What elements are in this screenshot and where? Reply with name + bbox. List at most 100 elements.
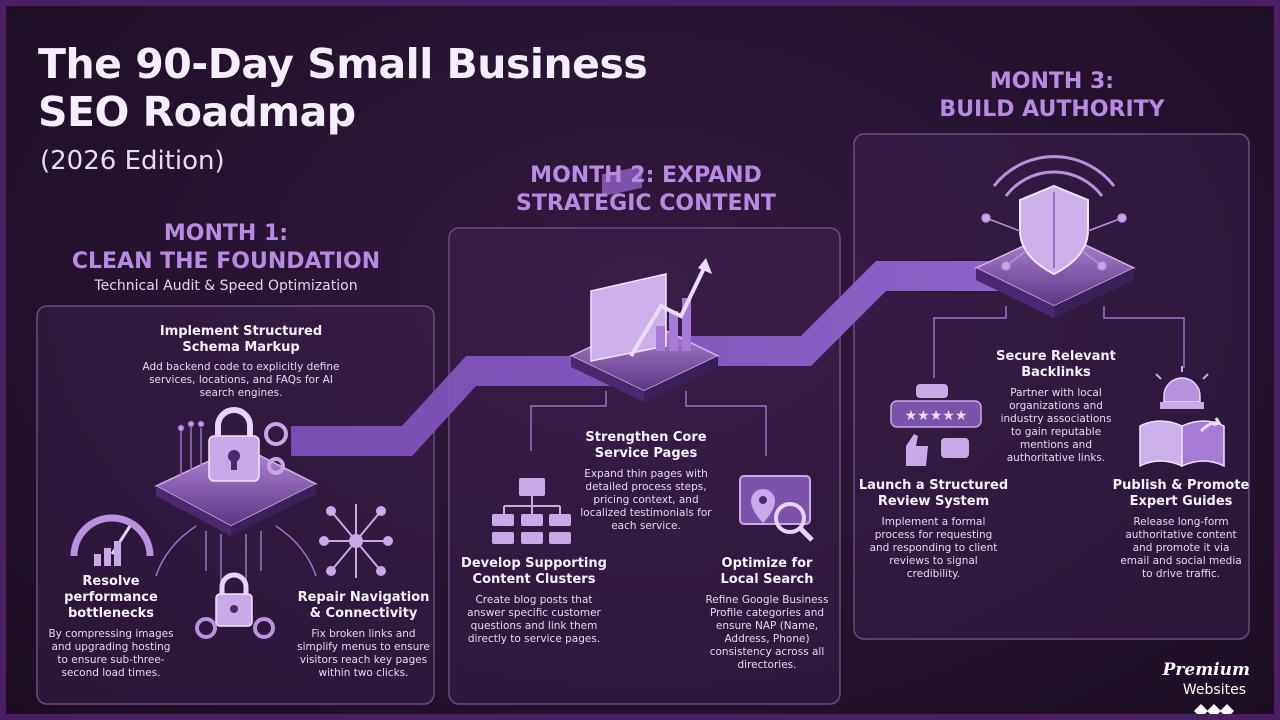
page-title: The 90-Day Small Business SEO Roadmap bbox=[38, 40, 738, 136]
map-search-icon bbox=[739, 475, 814, 542]
brand-logo-websites: Websites bbox=[1182, 682, 1246, 698]
month1-title-line1: MONTH 1: bbox=[163, 221, 289, 246]
node-title: Publish & Promote bbox=[1112, 478, 1250, 493]
desc-line: mentions and bbox=[1019, 439, 1093, 451]
svg-text:★★★★★: ★★★★★ bbox=[905, 408, 968, 424]
desc-line: to drive traffic. bbox=[1142, 568, 1220, 580]
node-desc: By compressing images and upgrading host… bbox=[36, 628, 186, 680]
browser-chart-icon bbox=[569, 165, 720, 402]
desc-line: simplify menus to ensure bbox=[297, 641, 430, 653]
node-title: Expert Guides bbox=[1129, 494, 1233, 509]
node-content-clusters: Develop Supporting Content Clusters Crea… bbox=[454, 556, 614, 646]
node-core-service-pages: Strengthen Core Service Pages Expand thi… bbox=[566, 430, 726, 533]
node-desc: Fix broken links and simplify menus to e… bbox=[286, 628, 441, 680]
desc-line: Create blog posts that bbox=[475, 594, 593, 606]
month2-title-line1: MONTH 2: EXPAND bbox=[530, 163, 762, 188]
node-expert-guides: Publish & Promote Expert Guides Release … bbox=[1101, 478, 1261, 581]
network-icon bbox=[319, 504, 393, 578]
desc-line: search engines. bbox=[199, 387, 283, 399]
desc-line: to ensure sub-three- bbox=[57, 654, 165, 666]
desc-line: directly to service pages. bbox=[467, 633, 601, 645]
node-title: Review System bbox=[877, 494, 990, 509]
desc-line: reviews to signal bbox=[889, 555, 978, 567]
desc-line: within two clicks. bbox=[318, 667, 409, 679]
node-title: Local Search bbox=[720, 572, 814, 587]
desc-line: questions and link them bbox=[470, 620, 598, 632]
speedometer-icon bbox=[70, 514, 154, 566]
desc-line: Expand thin pages with bbox=[584, 468, 708, 480]
desc-line: localized testimonials for bbox=[580, 507, 712, 519]
roadmap-canvas: ★★★★★ The 90-Day Small Business SEO Road… bbox=[6, 6, 1274, 714]
desc-line: to gain reputable bbox=[1010, 426, 1102, 438]
node-backlinks: Secure Relevant Backlinks Partner with l… bbox=[981, 349, 1131, 465]
month3-panel bbox=[853, 133, 1250, 640]
title-line-1: The 90-Day Small Business bbox=[38, 40, 648, 88]
node-title: & Connectivity bbox=[309, 606, 418, 621]
shield-icon bbox=[974, 155, 1136, 318]
desc-line: industry associations bbox=[1000, 413, 1112, 425]
review-stars-icon: ★★★★★ bbox=[890, 384, 982, 466]
month1-heading: MONTH 1: CLEAN THE FOUNDATION bbox=[46, 220, 406, 276]
node-title: performance bbox=[64, 590, 158, 605]
desc-line: email and social media bbox=[1120, 555, 1242, 567]
desc-line: Release long-form bbox=[1133, 516, 1229, 528]
desc-line: each service. bbox=[611, 520, 681, 532]
node-review-system: Launch a Structured Review System Implem… bbox=[851, 478, 1016, 581]
desc-line: and responding to client bbox=[869, 542, 998, 554]
desc-line: credibility. bbox=[906, 568, 961, 580]
month3-title-line1: MONTH 3: bbox=[989, 69, 1115, 94]
node-local-search: Optimize for Local Search Refine Google … bbox=[692, 556, 842, 672]
node-desc: Add backend code to explicitly define se… bbox=[126, 361, 356, 400]
title-line-2: SEO Roadmap bbox=[38, 88, 356, 136]
node-schema-markup: Implement Structured Schema Markup Add b… bbox=[126, 324, 356, 400]
desc-line: pricing context, and bbox=[593, 494, 699, 506]
node-navigation: Repair Navigation & Connectivity Fix bro… bbox=[286, 590, 441, 680]
desc-line: Add backend code to explicitly define bbox=[142, 361, 340, 373]
desc-line: Profile categories and bbox=[709, 607, 825, 619]
desc-line: Fix broken links and bbox=[311, 628, 416, 640]
desc-line: authoritative links. bbox=[1006, 452, 1106, 464]
node-desc: Create blog posts that answer specific c… bbox=[454, 594, 614, 646]
node-title: Backlinks bbox=[1021, 365, 1091, 380]
gear-icon bbox=[264, 422, 288, 475]
node-title: Develop Supporting bbox=[461, 556, 607, 571]
desc-line: authoritative content bbox=[1125, 529, 1237, 541]
folder-hierarchy-icon bbox=[492, 478, 571, 544]
desc-line: Partner with local bbox=[1010, 387, 1102, 399]
desc-line: second load times. bbox=[61, 667, 161, 679]
node-title: Optimize for bbox=[721, 556, 813, 571]
month1-title-line2: CLEAN THE FOUNDATION bbox=[71, 249, 381, 274]
node-title: Implement Structured bbox=[159, 324, 323, 339]
brand-logo-premium: Premium bbox=[1162, 660, 1250, 680]
roadmap-graphics: ★★★★★ bbox=[36, 133, 1250, 714]
month2-heading: MONTH 2: EXPAND STRATEGIC CONTENT bbox=[466, 162, 826, 218]
node-desc: Expand thin pages with detailed process … bbox=[566, 468, 726, 533]
circuit-lines bbox=[155, 420, 317, 582]
month3-title-line2: BUILD AUTHORITY bbox=[939, 97, 1165, 122]
desc-line: consistency across all bbox=[709, 646, 825, 658]
node-desc: Refine Google Business Profile categorie… bbox=[692, 594, 842, 672]
lock-icon bbox=[154, 407, 318, 536]
desc-line: detailed process steps, bbox=[585, 481, 707, 493]
node-desc: Implement a formal process for requestin… bbox=[851, 516, 1016, 581]
desc-line: organizations and bbox=[1009, 400, 1103, 412]
month2-title-line2: STRATEGIC CONTENT bbox=[516, 191, 776, 216]
desc-line: and upgrading hosting bbox=[51, 641, 171, 653]
month3-heading: MONTH 3: BUILD AUTHORITY bbox=[872, 68, 1232, 124]
desc-line: Refine Google Business bbox=[705, 594, 829, 606]
desc-line: ensure NAP (Name, bbox=[715, 620, 819, 632]
node-title: Schema Markup bbox=[182, 340, 300, 355]
siren-book-icon bbox=[1139, 366, 1225, 468]
desc-line: process for requesting bbox=[874, 529, 993, 541]
node-title: Launch a Structured bbox=[858, 478, 1009, 493]
desc-line: Implement a formal bbox=[881, 516, 986, 528]
small-lock-icon bbox=[195, 572, 275, 639]
desc-line: services, locations, and FAQs for AI bbox=[149, 374, 333, 386]
node-title: Strengthen Core bbox=[585, 430, 707, 445]
node-performance: Resolve performance bottlenecks By compr… bbox=[36, 574, 186, 680]
month2-connectors bbox=[530, 391, 767, 456]
node-title: Content Clusters bbox=[472, 572, 596, 587]
node-title: Repair Navigation bbox=[297, 590, 430, 605]
node-title: Secure Relevant bbox=[996, 349, 1116, 364]
month1-subtitle: Technical Audit & Speed Optimization bbox=[94, 278, 358, 294]
